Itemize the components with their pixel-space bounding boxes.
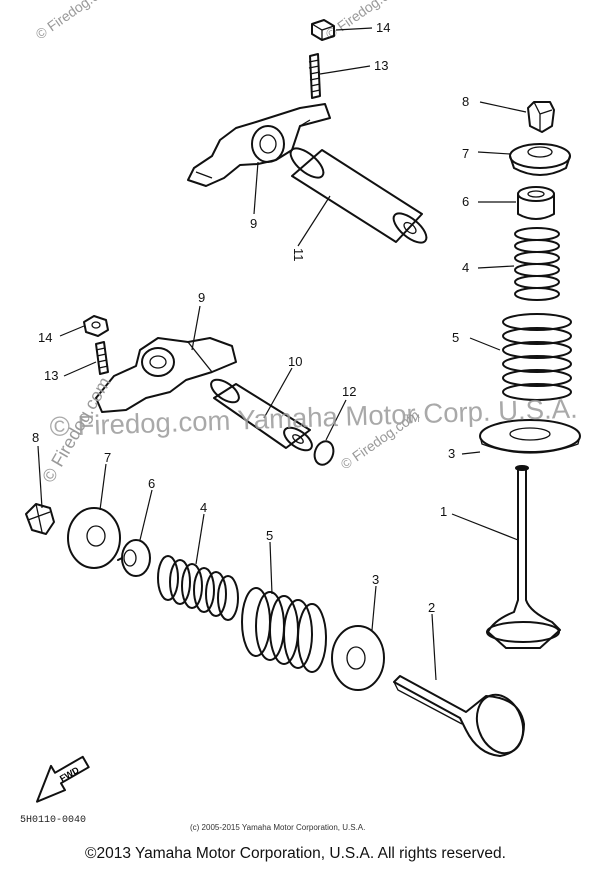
callout-9-upper: 9 <box>250 216 257 231</box>
watermark-tm: TM <box>404 413 420 425</box>
callout-6-right: 6 <box>462 194 469 209</box>
callout-1: 1 <box>440 504 447 519</box>
lower-valve-cotter <box>25 503 55 535</box>
lower-spring-seat <box>331 625 385 691</box>
right-spring-retainer <box>509 143 571 176</box>
callout-2: 2 <box>428 600 435 615</box>
callout-7-lower: 7 <box>104 450 111 465</box>
right-valve <box>486 465 561 649</box>
callout-7-right: 7 <box>462 146 469 161</box>
right-inner-spring <box>514 227 560 301</box>
upper-rocker-assembly <box>187 19 428 244</box>
upper-rocker-shaft <box>289 147 428 244</box>
callout-12: 12 <box>342 384 356 399</box>
o-ring <box>313 440 335 466</box>
lower-valve <box>393 675 525 757</box>
fwd-label: FWD <box>58 765 81 784</box>
footer-copyright: ©2013 Yamaha Motor Corporation, U.S.A. A… <box>85 845 506 862</box>
lower-oil-seal <box>117 539 151 577</box>
right-valve-stack <box>479 101 581 649</box>
lower-valve-stack <box>25 503 525 757</box>
callout-11: 11 <box>291 248 306 262</box>
callout-numbers: 14 13 9 11 8 7 6 4 5 3 1 9 14 13 10 12 8… <box>32 20 469 615</box>
callout-6-lower: 6 <box>148 476 155 491</box>
callout-13-lower: 13 <box>44 368 58 383</box>
lower-rocker-shaft <box>210 378 313 452</box>
small-copyright: (c) 2005-2015 Yamaha Motor Corporation, … <box>190 823 365 832</box>
callout-5-right: 5 <box>452 330 459 345</box>
fwd-arrow: FWD <box>36 755 90 803</box>
upper-adjust-nut <box>311 19 335 41</box>
callout-14-lower: 14 <box>38 330 52 345</box>
right-spring-seat <box>479 419 581 454</box>
lower-spring-retainer <box>67 507 121 569</box>
callout-8-right: 8 <box>462 94 469 109</box>
lower-rocker-arm <box>95 337 237 413</box>
callout-8-lower: 8 <box>32 430 39 445</box>
lower-inner-spring <box>157 555 239 621</box>
upper-rocker-arm <box>187 103 331 187</box>
lower-adjust-screw <box>95 341 109 375</box>
callout-9-lower: 9 <box>198 290 205 305</box>
upper-adjust-screw <box>308 53 321 99</box>
diagram-code: 5H0110-0040 <box>20 815 86 826</box>
lower-outer-spring <box>241 587 327 673</box>
watermark-corner-tl: © Firedog.com <box>33 0 118 42</box>
callout-3-lower: 3 <box>372 572 379 587</box>
watermark-main: © Firedog.com Yamaha Motor Corp. U.S.A. <box>49 393 578 442</box>
callout-14-upper: 14 <box>376 20 390 35</box>
right-oil-seal <box>517 186 555 220</box>
callout-13-upper: 13 <box>374 58 388 73</box>
right-outer-spring <box>502 313 572 401</box>
lower-rocker-assembly <box>83 315 335 466</box>
callout-10: 10 <box>288 354 302 369</box>
callout-4-lower: 4 <box>200 500 207 515</box>
leader-lines <box>37 27 527 681</box>
callout-4-right: 4 <box>462 260 469 275</box>
callout-5-lower: 5 <box>266 528 273 543</box>
lower-adjust-nut <box>83 315 109 337</box>
right-valve-cotter <box>527 101 555 133</box>
watermark-corner-tr: © Firedog.com <box>323 0 408 42</box>
callout-3-right: 3 <box>448 446 455 461</box>
